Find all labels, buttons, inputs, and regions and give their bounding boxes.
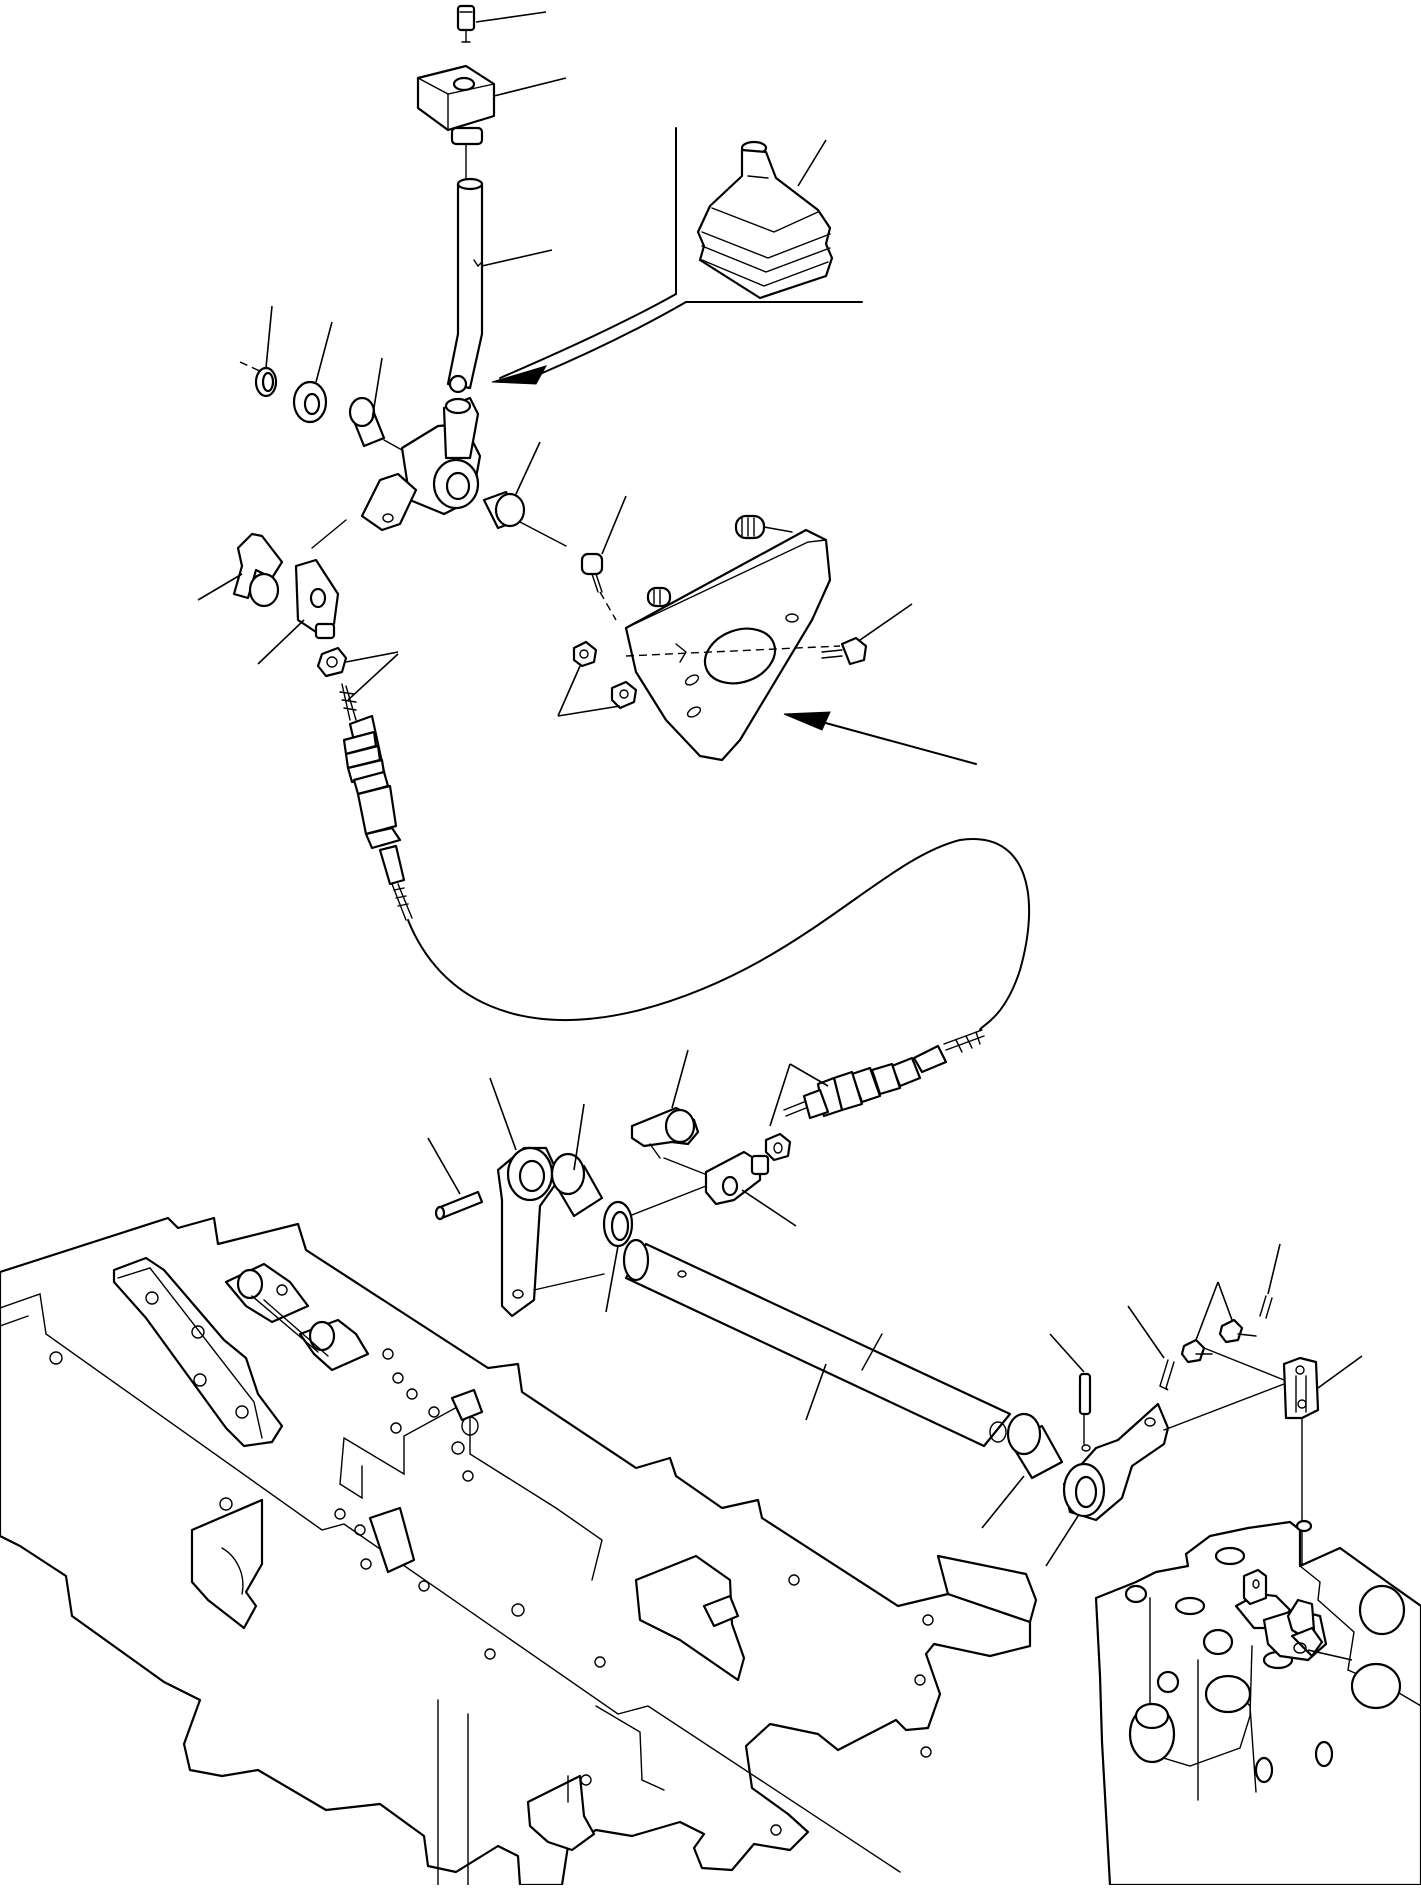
callout-arrowhead <box>491 365 548 385</box>
callout-arrow-curve-2 <box>539 301 687 375</box>
leader-line <box>515 441 541 495</box>
leader-line <box>741 1189 797 1227</box>
leader-line <box>557 665 581 717</box>
lock-nut-upper <box>316 646 348 678</box>
axis-line <box>519 521 567 547</box>
leader-line <box>601 495 627 555</box>
leader-line <box>557 705 621 717</box>
leader-line <box>257 619 305 665</box>
lower-right-arm <box>1062 1402 1170 1522</box>
right-link-plate <box>1282 1356 1320 1420</box>
lower-lever-arm <box>496 1146 562 1318</box>
leader-line <box>345 651 399 663</box>
shift-lever-rod <box>446 177 484 394</box>
leader-line <box>981 1475 1025 1529</box>
lever-bracket <box>624 514 832 762</box>
spring-pin-right <box>1078 1372 1092 1416</box>
bracket-bolt-top <box>580 552 604 593</box>
leader-line <box>1217 1281 1233 1321</box>
leader-line <box>1127 1305 1165 1359</box>
leader-line <box>573 1103 585 1171</box>
link-bolt-b <box>1218 1318 1257 1344</box>
leader-line <box>481 249 553 267</box>
bushing-left <box>348 396 386 448</box>
cable-clip-lower <box>630 1106 700 1159</box>
leader-line <box>1317 1355 1363 1389</box>
leader-line <box>489 1077 517 1151</box>
washer-left <box>292 380 328 424</box>
clevis-upper <box>294 558 340 640</box>
lever-hub <box>360 396 482 532</box>
mounting-axis <box>625 645 841 657</box>
leader-line <box>493 77 567 97</box>
leader-line <box>805 1363 827 1421</box>
leader-line <box>371 357 383 421</box>
callout-arrow-curve <box>499 293 677 379</box>
bracket-arrow-line <box>821 721 977 765</box>
bushing-lower <box>550 1152 604 1218</box>
control-valve-block <box>1094 1519 1421 1887</box>
leader-line <box>347 653 399 701</box>
lock-nut-lower <box>764 1132 792 1162</box>
axis-line <box>533 1273 605 1291</box>
clevis-lower <box>704 1150 770 1206</box>
bracket-bolt-right <box>821 636 868 666</box>
lever-collar <box>450 126 484 146</box>
link-bolt-a <box>1180 1338 1213 1364</box>
lever-knob-block <box>416 64 496 132</box>
bushing-right <box>482 490 526 530</box>
leader-line <box>427 1137 461 1195</box>
bracket-nut-upper <box>572 640 598 668</box>
snap-ring-left <box>254 366 278 398</box>
machine-frame <box>0 1216 1038 1887</box>
cable-end-lower <box>783 1029 985 1120</box>
cotter-pin-a <box>1159 1359 1175 1391</box>
leader-line <box>1045 1515 1079 1567</box>
cross-shaft <box>622 1238 1012 1448</box>
leader-line <box>265 305 273 369</box>
spring-pin <box>434 1190 484 1221</box>
bushing-shaft-end <box>1006 1412 1064 1480</box>
leader-line <box>1307 1649 1353 1661</box>
leader-line <box>797 139 827 187</box>
leader-line <box>671 1049 689 1109</box>
leader-line <box>1195 1281 1219 1341</box>
cable-end-upper <box>339 683 413 921</box>
leader-line <box>475 11 547 23</box>
leader-line <box>769 1063 791 1127</box>
snap-ring-lower <box>602 1200 634 1248</box>
cap-screw-top <box>456 4 476 43</box>
axis-line <box>599 591 617 621</box>
leader-line <box>315 321 333 383</box>
leader-line <box>605 1245 619 1313</box>
axis-line <box>311 519 347 549</box>
leader-line <box>1049 1333 1085 1373</box>
axis-line <box>1203 1347 1285 1381</box>
leader-line <box>197 573 243 601</box>
axis-line <box>1163 1383 1285 1431</box>
axis-line <box>623 1185 707 1219</box>
axis-line <box>383 439 403 451</box>
rubber-boot <box>696 140 834 300</box>
leader-line <box>859 603 913 641</box>
bracket-arrowhead <box>783 711 831 731</box>
leader-line <box>1267 1243 1281 1295</box>
bracket-nut-lower <box>610 680 638 710</box>
cotter-pin-b <box>1259 1295 1273 1319</box>
cable-clip-upper <box>232 532 284 608</box>
control-cable <box>407 838 1031 1031</box>
leader-line <box>789 1063 829 1087</box>
axis-line <box>239 361 263 373</box>
